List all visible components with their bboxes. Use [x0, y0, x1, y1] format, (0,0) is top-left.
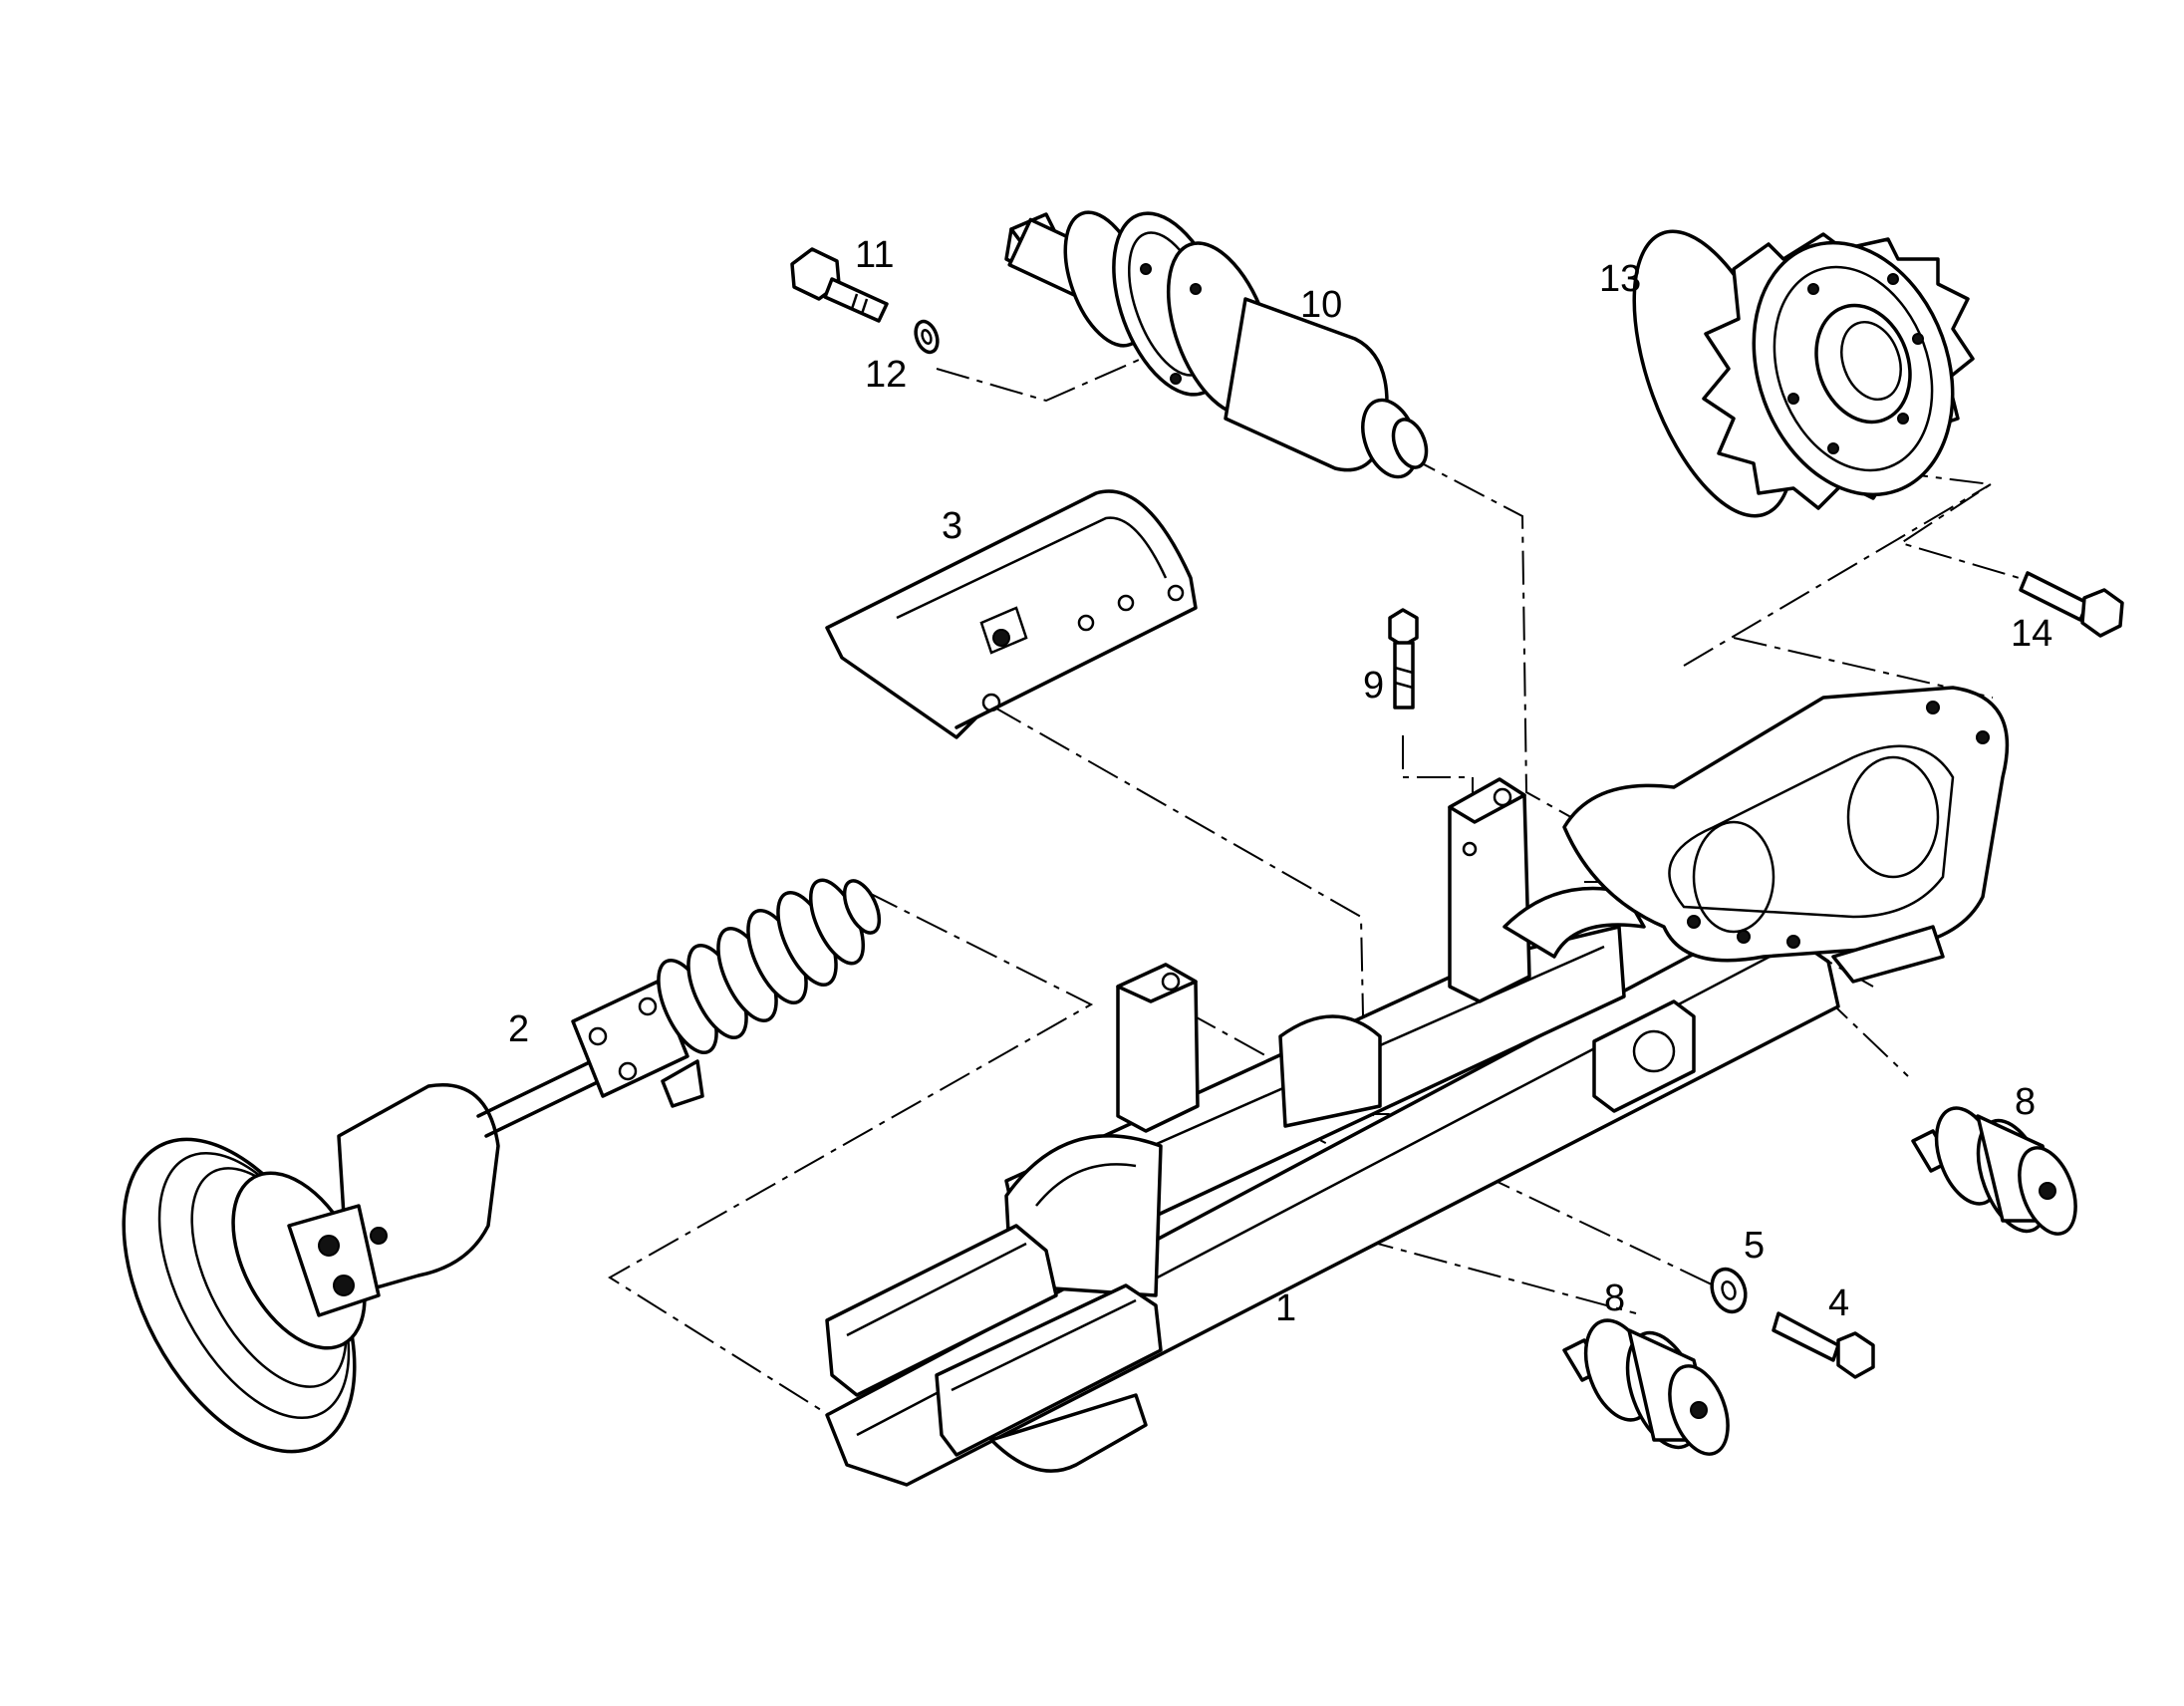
- callout-labels: 1 2 3 4 5 8 8 9 10 11 12 13 14: [508, 234, 2052, 1329]
- callout-1: 1: [1275, 1287, 1296, 1329]
- callout-4: 4: [1828, 1282, 1849, 1324]
- track-roller-upper: [1911, 1106, 2077, 1236]
- sprocket: [1632, 229, 1975, 518]
- bolt-4: [1772, 1311, 1875, 1379]
- bolt-11: [790, 247, 889, 323]
- callout-5: 5: [1744, 1225, 1765, 1267]
- washer-5: [1710, 1267, 1748, 1314]
- callout-12: 12: [865, 354, 907, 396]
- drive-shaft: [1004, 210, 1429, 479]
- bolt-9: [1388, 608, 1419, 710]
- track-frame: [825, 686, 2010, 1487]
- callout-2: 2: [508, 1008, 529, 1050]
- callout-9: 9: [1363, 665, 1384, 707]
- idler-recoil-assembly: [122, 878, 882, 1454]
- callout-11: 11: [855, 234, 894, 276]
- callout-14: 14: [2011, 613, 2052, 655]
- bolt-14: [2019, 571, 2124, 638]
- callout-10: 10: [1300, 284, 1342, 326]
- track-roller-lower: [1562, 1318, 1730, 1456]
- callout-8-lower: 8: [1604, 1278, 1625, 1319]
- callout-13: 13: [1599, 258, 1641, 300]
- washer-12: [914, 319, 940, 355]
- callout-8-upper: 8: [2015, 1081, 2036, 1123]
- guard-cover: [825, 489, 1198, 739]
- callout-3: 3: [942, 505, 962, 547]
